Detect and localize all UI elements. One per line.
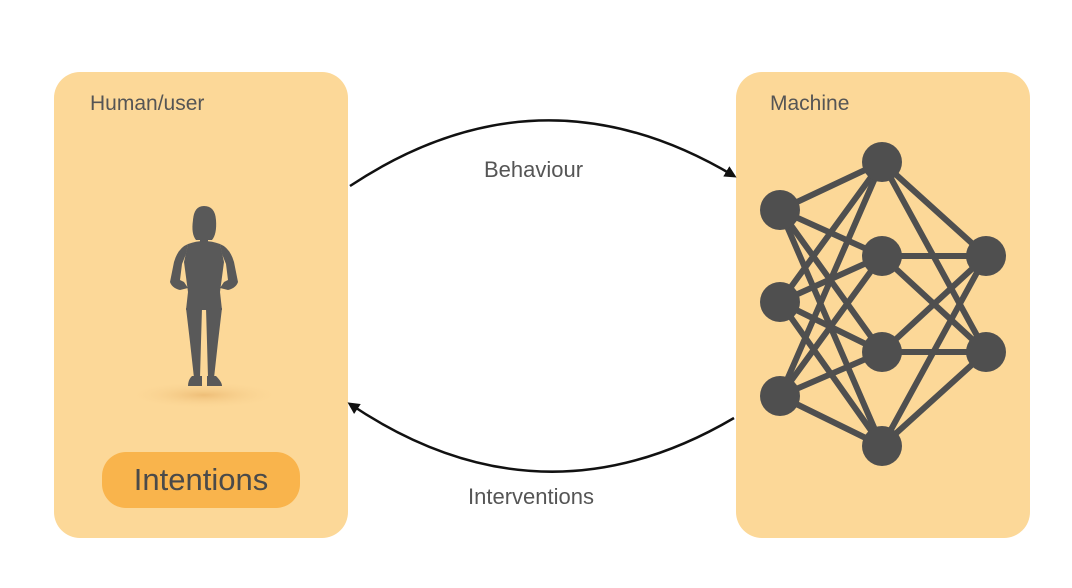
network-node xyxy=(862,142,902,182)
network-node xyxy=(760,282,800,322)
human-user-panel: Human/user Int xyxy=(54,72,348,538)
human-user-title: Human/user xyxy=(90,92,205,115)
network-node xyxy=(966,332,1006,372)
interventions-arrow xyxy=(347,402,735,473)
network-node xyxy=(862,332,902,372)
network-node xyxy=(760,190,800,230)
network-node xyxy=(862,426,902,466)
person-silhouette-icon xyxy=(126,206,282,409)
behaviour-arrow xyxy=(349,119,737,188)
machine-title: Machine xyxy=(770,92,850,115)
neural-network-icon xyxy=(760,142,1006,466)
network-node xyxy=(862,236,902,276)
intentions-pill: Intentions xyxy=(102,452,300,508)
machine-panel: Machine xyxy=(736,72,1030,538)
interventions-label: Interventions xyxy=(468,484,594,509)
behaviour-label: Behaviour xyxy=(484,157,584,182)
network-node xyxy=(966,236,1006,276)
network-node xyxy=(760,376,800,416)
